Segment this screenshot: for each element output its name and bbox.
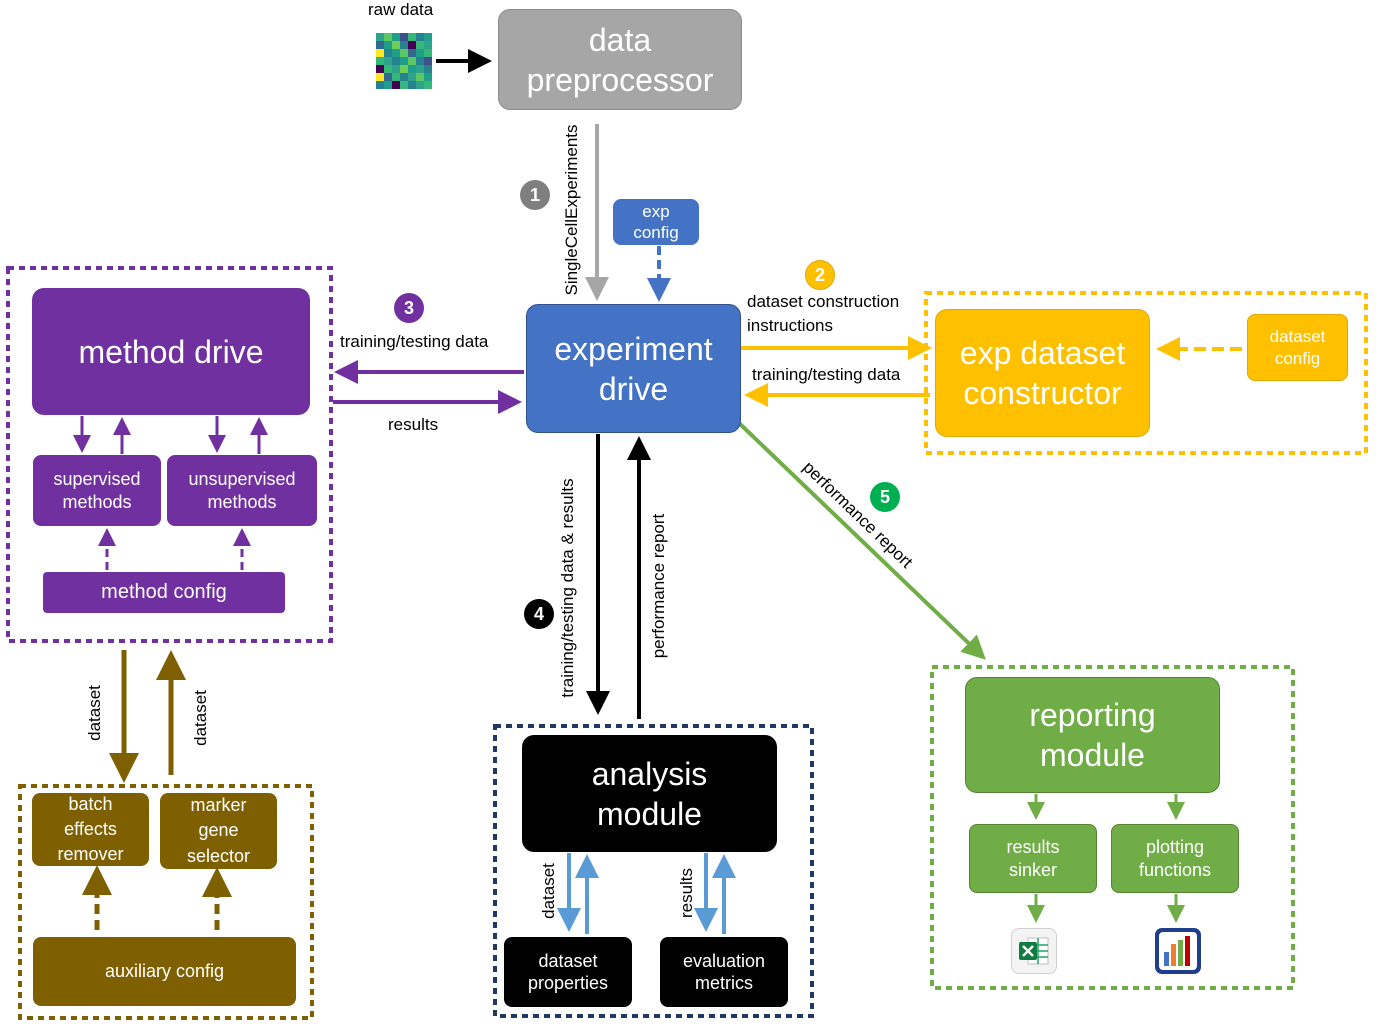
dataset-constructor-frame (924, 291, 1368, 455)
step-badge-3: 3 (394, 293, 424, 323)
dataset-up-label: dataset (191, 690, 210, 746)
step-badge-4: 4 (524, 599, 554, 629)
excel-icon (1011, 928, 1057, 974)
unsupervised-methods-label: unsupervised methods (188, 469, 296, 512)
plotting-functions-label: plotting functions (1138, 837, 1212, 880)
performance-report-up-label: performance report (649, 513, 668, 659)
experiment-drive-label: experiment drive (554, 330, 713, 407)
dataset-construction-label-2: instructions (747, 316, 833, 335)
step-badge-2: 2 (805, 260, 835, 290)
marker-gene-selector-label: marker gene selector (186, 795, 251, 866)
method-config-box[interactable]: method config (43, 572, 285, 613)
analysis-dataset-label: dataset (539, 863, 558, 919)
reporting-frame (930, 665, 1295, 990)
exp-dataset-constructor-label: exp dataset constructor (959, 335, 1126, 411)
batch-effects-remover-box[interactable]: batch effects remover (32, 793, 149, 866)
batch-effects-remover-label: batch effects remover (57, 793, 124, 865)
supervised-methods-box[interactable]: supervised methods (33, 455, 161, 526)
auxiliary-config-label: auxiliary config (104, 961, 225, 982)
analysis-frame (493, 724, 814, 1018)
dataset-config-label: dataset config (1269, 327, 1326, 368)
heatmap-icon (376, 33, 432, 89)
data-preprocessor-label: data preprocessor (526, 21, 714, 98)
exp-config-box[interactable]: exp config (613, 199, 699, 245)
step-badge-1: 1 (520, 180, 550, 210)
drive-to-reporting-arrow (737, 421, 986, 660)
training-testing-data-right-label: training/testing data (752, 365, 901, 384)
plotting-functions-box[interactable]: plotting functions (1111, 824, 1239, 893)
method-drive-box[interactable]: method drive (32, 288, 310, 415)
single-cell-experiments-label: SingleCellExperiments (562, 124, 581, 296)
supervised-methods-label: supervised methods (53, 469, 141, 512)
results-sinker-box[interactable]: results sinker (969, 824, 1097, 893)
evaluation-metrics-box[interactable]: evaluation metrics (660, 937, 788, 1007)
auxiliary-config-box[interactable]: auxiliary config (33, 937, 296, 1006)
step-badge-5: 5 (870, 482, 900, 512)
unsupervised-methods-box[interactable]: unsupervised methods (167, 455, 317, 526)
bar-chart-icon (1155, 928, 1201, 974)
data-preprocessor-box[interactable]: data preprocessor (498, 9, 742, 110)
reporting-module-label: reporting module (1029, 697, 1156, 773)
dataset-properties-box[interactable]: dataset properties (504, 937, 632, 1007)
exp-dataset-constructor-box[interactable]: exp dataset constructor (935, 309, 1150, 437)
experiment-drive-box[interactable]: experiment drive (526, 304, 741, 433)
dataset-properties-label: dataset properties (527, 950, 609, 994)
results-left-label: results (388, 415, 439, 434)
method-frame (6, 266, 333, 643)
results-sinker-label: results sinker (1006, 837, 1060, 880)
analysis-results-label: results (677, 867, 696, 919)
auxiliary-frame (18, 784, 314, 1020)
dataset-down-label: dataset (85, 685, 104, 741)
marker-gene-selector-box[interactable]: marker gene selector (160, 793, 277, 869)
analysis-module-label: analysis module (591, 755, 708, 832)
evaluation-metrics-label: evaluation metrics (682, 950, 766, 994)
training-testing-data-left-label: training/testing data (340, 332, 489, 351)
raw-data-label: raw data (368, 0, 434, 19)
training-testing-data-results-label: training/testing data & results (558, 478, 577, 698)
method-drive-label: method drive (78, 333, 264, 370)
analysis-module-box[interactable]: analysis module (522, 735, 777, 852)
dataset-construction-label-1: dataset construction (747, 292, 900, 311)
reporting-module-box[interactable]: reporting module (965, 677, 1220, 793)
dataset-config-box[interactable]: dataset config (1247, 314, 1348, 381)
method-config-label: method config (101, 581, 227, 603)
exp-config-label: exp config (633, 201, 679, 242)
